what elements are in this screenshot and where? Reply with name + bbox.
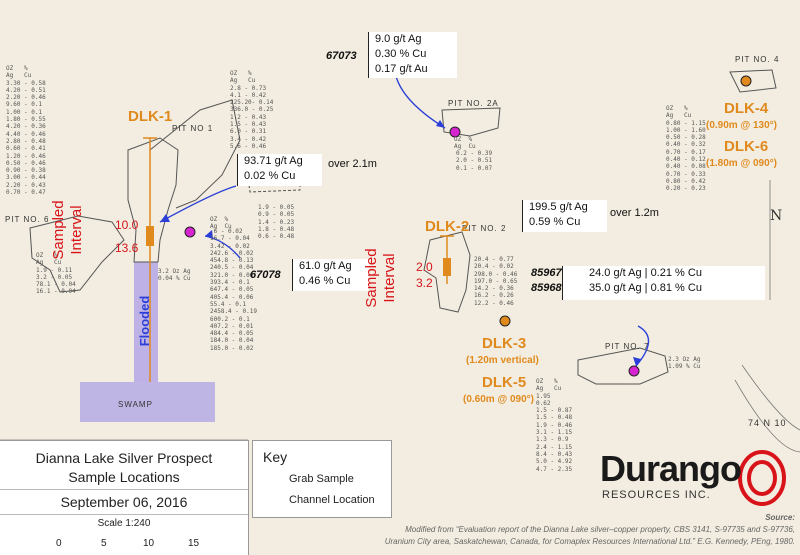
pit1-table-head: OZ % Ag Cu: [210, 216, 232, 231]
dlk1-label: DLK-1: [128, 108, 173, 125]
north-label: N: [770, 208, 783, 224]
sample-id-67078: 67078: [250, 269, 281, 281]
source-line-2: Uranium City area, Saskatchewan, Canada,…: [384, 537, 795, 546]
callout-dlk1: 93.71 g/t Ag 0.02 % Cu: [237, 154, 322, 186]
dlk2-label: DLK-2: [425, 218, 470, 235]
sample-id-67073: 67073: [326, 50, 357, 62]
dlk2-interval-bar: [443, 258, 451, 276]
scale-tick-15: 15: [188, 538, 200, 549]
pit2a-assay-table: 0.2 - 0.39 2.0 - 0.51 0.1 - 0.07: [456, 150, 493, 172]
grab-sample-85967: [628, 365, 640, 377]
source-title: Source:: [765, 513, 795, 522]
callout-67073-ag: 9.0 g/t Ag: [375, 33, 422, 45]
dlk3-sub: (1.20m vertical): [466, 355, 539, 366]
pit1-outline: [127, 137, 179, 263]
pit2-assay-table: 20.4 - 0.77 20.4 - 0.02 298.0 - 0.46 197…: [474, 256, 518, 307]
swamp-label: SWAMP: [118, 400, 153, 409]
callout-67078-cu: 0.46 % Cu: [299, 275, 351, 287]
pit4-outline: [729, 69, 777, 93]
key-box: Key Grab Sample Channel Location: [252, 440, 392, 518]
title-block: Dianna Lake Silver Prospect Sample Locat…: [0, 440, 249, 555]
scale-tick-10: 10: [143, 538, 155, 549]
callout-dlk1-cu: 0.02 % Cu: [244, 170, 296, 182]
pit7-note: 2.3 Oz Ag 1.09 % Cu: [668, 356, 701, 371]
dlk1-sampled-text: Sampled: [50, 200, 67, 260]
key-channel-location: Channel Location: [289, 494, 375, 506]
pit2a-label: PIT NO. 2A: [448, 99, 499, 108]
callout-67078-ag: 61.0 g/t Ag: [299, 260, 352, 272]
pit1-note: 3.2 Oz Ag 0.04 % Cu: [158, 268, 191, 283]
logo-subtitle: RESOURCES INC.: [602, 489, 711, 501]
pit4-label: PIT NO. 4: [735, 55, 780, 64]
callout-dlk2-cu: 0.59 % Cu: [529, 216, 581, 228]
title-date: September 06, 2016: [60, 494, 188, 510]
topcenter-assay-table: OZ % Ag Cu 2.8 - 0.73 4.1 - 0.42 225.20-…: [230, 70, 274, 150]
swamp-area: [80, 382, 215, 422]
logo-swirl: [738, 450, 786, 506]
pit1-lower-table: .6 - 0.02 16.7 - 0.04 3.42 - 0.02 242.6 …: [210, 228, 257, 352]
grab-sample-67078: [184, 226, 196, 238]
scale-label: Scale 1:240: [97, 518, 151, 529]
title-line-2: Sample Locations: [68, 469, 180, 485]
callout-67073: 9.0 g/t Ag 0.30 % Cu 0.17 g/t Au: [368, 32, 457, 78]
grid-label: 74 N 10: [748, 418, 787, 428]
pit2-label: PIT NO. 2: [462, 224, 507, 233]
scale-tick-0: 0: [56, 538, 62, 549]
sample-id-85968: 85968: [531, 282, 562, 294]
callout-85968-value: 35.0 g/t Ag | 0.81 % Cu: [589, 282, 702, 294]
flooded-label: Flooded: [137, 295, 152, 347]
mid-assay-table: 1.9 - 0.05 0.9 - 0.05 1.4 - 0.23 1.8 - 0…: [258, 204, 295, 241]
pit6-assay-table: OZ % Ag Cu 1.9 - 0.11 3.2 - 0.05 78.1 - …: [36, 252, 76, 296]
dlk2-sampled-text: Sampled: [363, 248, 380, 308]
callout-67078: 61.0 g/t Ag 0.46 % Cu: [292, 259, 369, 291]
callout-67073-au: 0.17 g/t Au: [375, 63, 428, 75]
dlk1-depth-bottom: 13.6: [115, 241, 139, 255]
callout-dlk2-over: over 1.2m: [610, 207, 659, 219]
title-line-1: Dianna Lake Silver Prospect: [35, 450, 213, 466]
dlk5-label: DLK-5: [482, 374, 527, 391]
pit6-label: PIT NO. 6: [5, 215, 50, 224]
callout-85967-value: 24.0 g/t Ag | 0.21 % Cu: [589, 267, 702, 279]
dlk1-interval-text: Interval: [68, 205, 85, 255]
pit1-assay-table: OZ % Ag Cu 3.30 - 0.58 4.20 - 0.51 2.20 …: [6, 65, 46, 197]
key-title: Key: [263, 449, 288, 465]
pit4-assay-table: OZ % Ag Cu 0.80 - 1.15 1.00 - 1.60 0.50 …: [666, 105, 706, 193]
flooded-shaft: [134, 262, 158, 382]
pit2a-table-head: OZ % Ag Cu: [454, 136, 476, 151]
pit7-label: PIT NO. 7: [605, 342, 650, 351]
pit7-assay-table: OZ % Ag Cu 1.95 0.62 1.5 - 0.87 1.5 - 0.…: [536, 378, 573, 473]
dlk5-sub: (0.60m @ 090°): [463, 394, 535, 405]
pit6-outline: [29, 215, 125, 293]
dlk2-interval-text: Interval: [381, 253, 398, 303]
dlk2-depth-bottom: 3.2: [416, 276, 433, 290]
pit7-outline: [577, 347, 669, 385]
key-grab-sample: Grab Sample: [289, 473, 354, 485]
pit2a-outline: [441, 107, 501, 137]
dlk1-interval-bar: [146, 226, 154, 246]
callout-dlk1-ag: 93.71 g/t Ag: [244, 155, 303, 167]
dlk6-label: DLK-6: [724, 138, 769, 155]
dlk4-label: DLK-4: [724, 100, 769, 117]
callout-dlk2: 199.5 g/t Ag 0.59 % Cu: [522, 200, 607, 232]
source-line-1: Modified from “Evaluation report of the …: [405, 525, 795, 534]
scale-tick-5: 5: [101, 538, 107, 549]
dlk6-sub: (1.80m @ 090°): [706, 158, 778, 169]
dlk1-depth-top: 10.0: [115, 218, 139, 232]
dlk3-label: DLK-3: [482, 335, 527, 352]
pit2-outline: [423, 231, 471, 313]
callout-dlk2-ag: 199.5 g/t Ag: [529, 201, 588, 213]
grab-sample-67073: [449, 126, 461, 138]
channel-dlk3-dlk5: [499, 315, 511, 327]
logo-wordmark: Durango: [600, 448, 742, 489]
sample-id-85967: 85967: [531, 267, 562, 279]
callout-dlk1-over: over 2.1m: [328, 158, 377, 170]
pit1-label: PIT NO 1: [172, 124, 214, 133]
dlk4-sub: (0.90m @ 130°): [706, 120, 778, 131]
dlk2-depth-top: 2.0: [416, 260, 433, 274]
callout-pit7: 85967 24.0 g/t Ag | 0.21 % Cu 85968 35.0…: [531, 266, 765, 300]
callout-67073-cu: 0.30 % Cu: [375, 48, 427, 60]
title-block-title: Dianna Lake Silver Prospect Sample Locat…: [0, 449, 248, 487]
channel-dlk4-dlk6: [740, 75, 752, 87]
